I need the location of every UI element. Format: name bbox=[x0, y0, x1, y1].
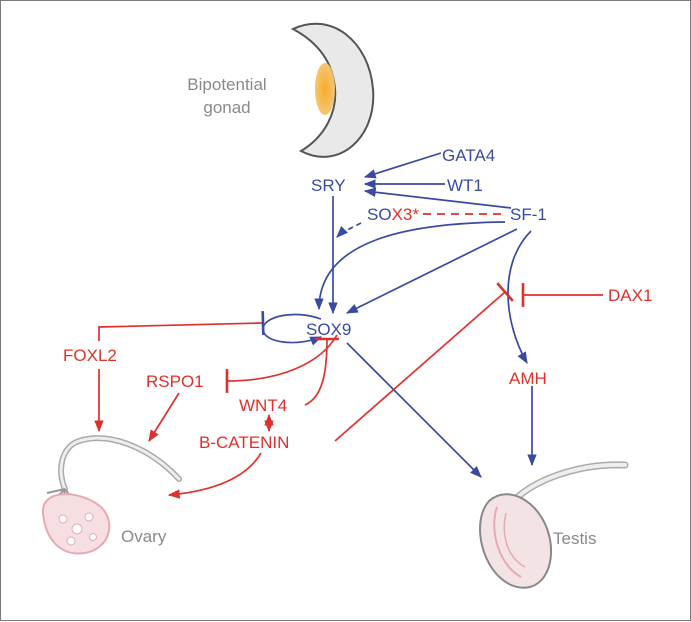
edge-sox9-testis bbox=[346, 342, 482, 478]
edge-sox3-sry-dashed bbox=[336, 222, 362, 238]
edge-wnt4-sox9 bbox=[304, 337, 339, 406]
edge-bcatenin-ovary bbox=[167, 452, 262, 499]
edge-sf1-sox9-curve bbox=[314, 221, 506, 311]
gene-sox3-prefix: SO bbox=[367, 205, 392, 224]
gene-sf1: SF-1 bbox=[510, 205, 547, 224]
gene-amh: AMH bbox=[509, 369, 547, 388]
gene-rspo1: RSPO1 bbox=[146, 372, 204, 391]
gene-wt1: WT1 bbox=[447, 176, 483, 195]
gene-dax1: DAX1 bbox=[608, 286, 652, 305]
bipotential-gonad-illustration bbox=[290, 22, 375, 158]
gene-foxl2: FOXL2 bbox=[63, 346, 117, 365]
edge-sf1-sry bbox=[363, 187, 512, 209]
gonad-label: gonad bbox=[203, 98, 250, 117]
gene-gata4: GATA4 bbox=[442, 146, 495, 165]
gene-sox3-suffix: X3* bbox=[392, 205, 420, 224]
gene-sox9: SOX9 bbox=[306, 320, 351, 339]
edge-foxl2-sox9 bbox=[98, 311, 265, 341]
edge-sox9-rspo1 bbox=[225, 334, 338, 393]
testis-label: Testis bbox=[553, 529, 596, 548]
edge-sf1-amh bbox=[507, 230, 532, 365]
red-edges bbox=[94, 282, 603, 499]
edge-rspo1-ovary bbox=[148, 392, 180, 443]
ovary-label: Ovary bbox=[121, 527, 167, 546]
gene-sry: SRY bbox=[311, 176, 346, 195]
gene-wnt4: WNT4 bbox=[239, 396, 287, 415]
edge-sf1-sox9-direct bbox=[345, 228, 518, 314]
edge-gata4-sry bbox=[363, 152, 442, 179]
gene-bcatenin: B-CATENIN bbox=[199, 433, 289, 452]
blue-edges bbox=[262, 152, 537, 478]
bipotential-label: Bipotential bbox=[187, 75, 266, 94]
gene-sox3: SOX3* bbox=[367, 205, 419, 224]
edge-bcatenin-sf1 bbox=[334, 282, 514, 442]
ovary-illustration bbox=[41, 435, 182, 555]
testis-illustration bbox=[479, 461, 629, 589]
